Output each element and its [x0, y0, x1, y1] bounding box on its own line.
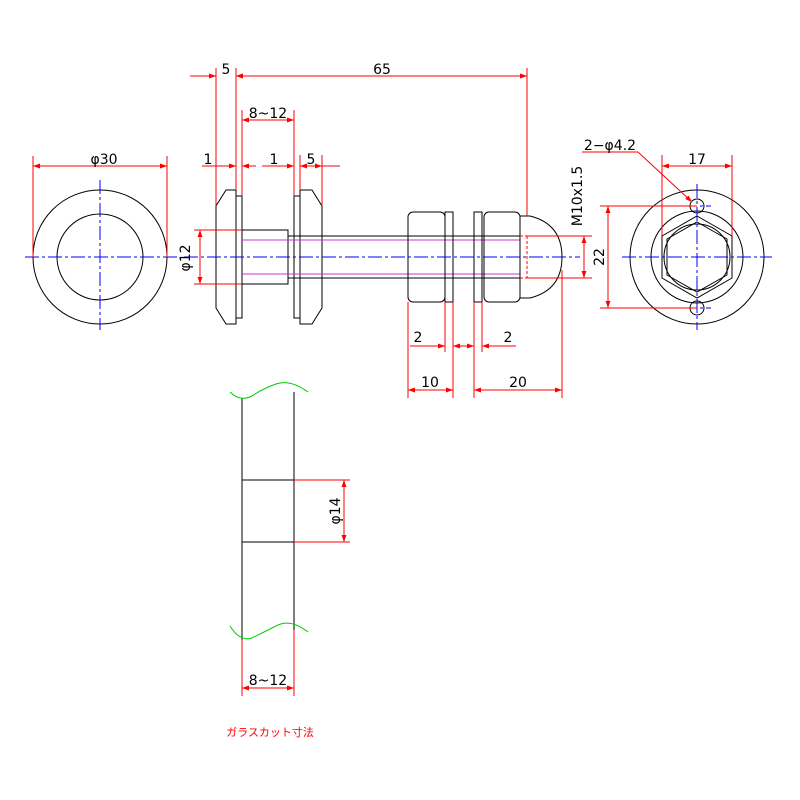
hex-inner — [666, 221, 728, 293]
dim-8-12-bottom-label: 8~12 — [249, 673, 287, 689]
dim-2-left-label: 2 — [414, 330, 423, 346]
dim-22-label: 22 — [592, 248, 608, 266]
dim-holes-label: 2−φ4.2 — [584, 138, 636, 154]
dim-thread-label: M10x1.5 — [570, 166, 586, 226]
dim-20-label: 20 — [509, 375, 527, 391]
dim-17-label: 17 — [688, 152, 706, 168]
side-view-dimensions: 5 65 8~12 1 1 5 φ12 2 — [178, 62, 592, 398]
dim-2-right-label: 2 — [504, 330, 513, 346]
side-view-assembly — [184, 189, 580, 325]
dim-dia12-label: φ12 — [178, 244, 194, 271]
break-line-top — [229, 382, 309, 399]
dim-8-12-top-label: 8~12 — [249, 106, 287, 122]
leader-holes — [637, 151, 693, 203]
dim-dia14-label: φ14 — [328, 497, 344, 524]
caption-glass-cut: ガラスカット寸法 — [226, 725, 314, 739]
dim-1-left-label: 1 — [204, 152, 213, 168]
right-washer — [299, 189, 323, 325]
left-end-view: φ30 — [25, 152, 180, 330]
dim-5-top-label: 5 — [222, 62, 231, 78]
dim-dia30-label: φ30 — [90, 152, 117, 168]
glass-cut-section: φ14 8~12 ガラスカット寸法 — [226, 382, 350, 739]
break-line-bottom — [229, 622, 309, 640]
dim-1-mid-label: 1 — [270, 152, 279, 168]
dim-10-label: 10 — [421, 375, 439, 391]
dim-5-mid-label: 5 — [307, 152, 316, 168]
right-end-view: 17 22 2−φ4.2 — [582, 138, 772, 330]
dim-65-label: 65 — [373, 62, 391, 78]
